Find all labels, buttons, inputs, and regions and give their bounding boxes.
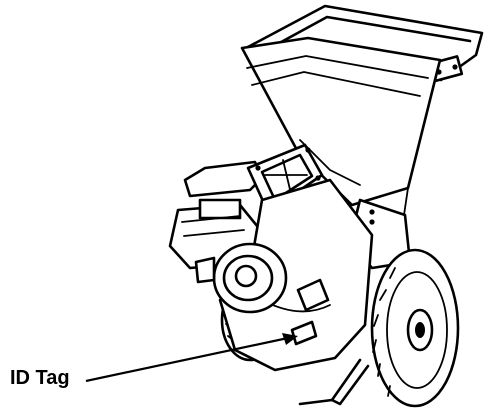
inlet-flange: [246, 143, 324, 214]
id-tag-plate: [290, 320, 318, 346]
recoil-starter: [194, 242, 288, 314]
callout-leader: [85, 333, 298, 383]
id-tag-label: ID Tag: [10, 367, 70, 389]
pull-bracket: [296, 278, 330, 312]
support-leg: [298, 358, 370, 406]
right-wheel: [370, 248, 460, 408]
